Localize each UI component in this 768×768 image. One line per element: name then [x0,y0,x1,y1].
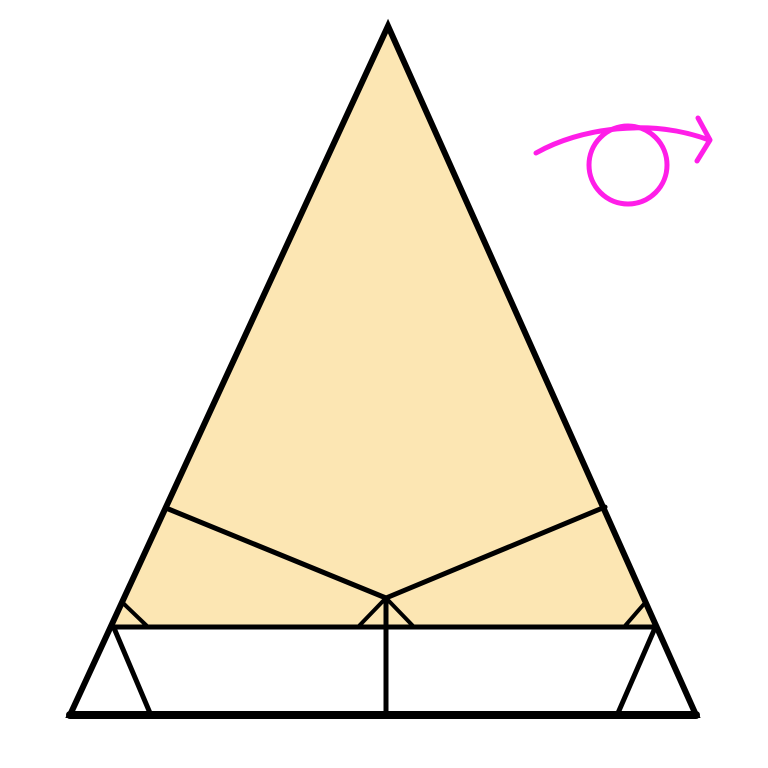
turn-over-arrow-icon [533,115,713,207]
white-band-edge-left [111,625,153,716]
turn-over-arrowhead [694,115,713,164]
center-flap [356,596,416,629]
crease-left [163,505,389,601]
white-band-edge-right [615,625,658,716]
paper-white-band [70,627,696,715]
paper-colored-region [112,26,657,627]
turn-over-arc [533,125,712,156]
corner-flap-right [622,602,646,629]
crease-right [383,504,608,601]
corner-flap-left [121,601,150,629]
